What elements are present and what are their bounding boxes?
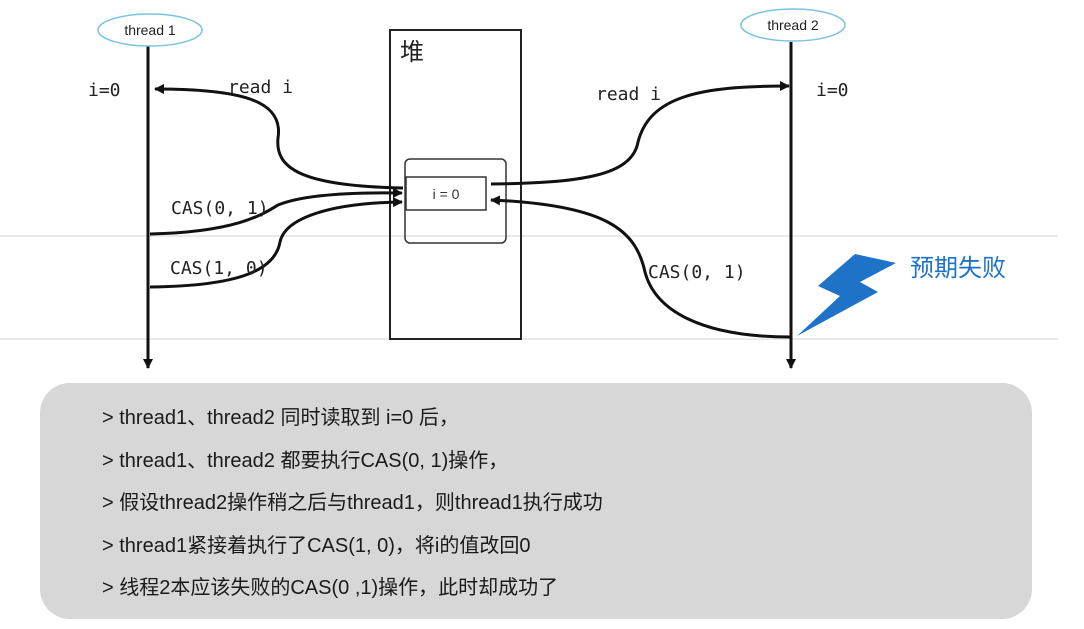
thread2-name: thread 2 [767,17,819,33]
thread2-read-arrow [490,81,790,186]
note-item: > thread1紧接着执行了CAS(1, 0)，将i的值改回0 [102,534,531,557]
note-item: > thread1、thread2 都要执行CAS(0, 1)操作， [102,449,509,472]
note-item: > 假设thread2操作稍之后与thread1，则thread1执行成功 [102,492,603,514]
thread1-ellipse [97,13,203,47]
notes-panel: > thread1、thread2 同时读取到 i=0 后， > thread1… [40,383,1032,619]
heap-value-label: i = 0 [433,186,460,202]
thread2-value: i=0 [816,80,849,101]
thread2-cas-arrow [490,195,792,339]
lightning-bolt-icon [797,254,896,336]
note-item: > thread1、thread2 同时读取到 i=0 后， [102,407,459,429]
thread1-cas-first-arrow [149,187,403,236]
thread2-cas-label: CAS(0, 1) [648,262,746,283]
thread1-cas-first-label: CAS(0, 1) [171,198,269,219]
heap-value-cell [405,176,487,211]
thread1-cas-second-arrow [149,197,403,289]
thread2-read-label: read i [596,84,661,105]
failure-label: 预期失败 [910,255,1006,282]
thread1-value: i=0 [88,80,121,101]
thread1-name: thread 1 [124,22,176,38]
thread1-read-arrow [154,84,404,190]
thread2-ellipse [740,8,846,42]
thread1-cas-second-label: CAS(1, 0) [170,258,268,279]
notes-list: > thread1、thread2 同时读取到 i=0 后， > thread1… [102,397,603,610]
heap-label: 堆 [400,39,424,66]
thread1-read-label: read i [228,77,293,98]
note-item: > 线程2本应该失败的CAS(0 ,1)操作，此时却成功了 [102,577,559,599]
